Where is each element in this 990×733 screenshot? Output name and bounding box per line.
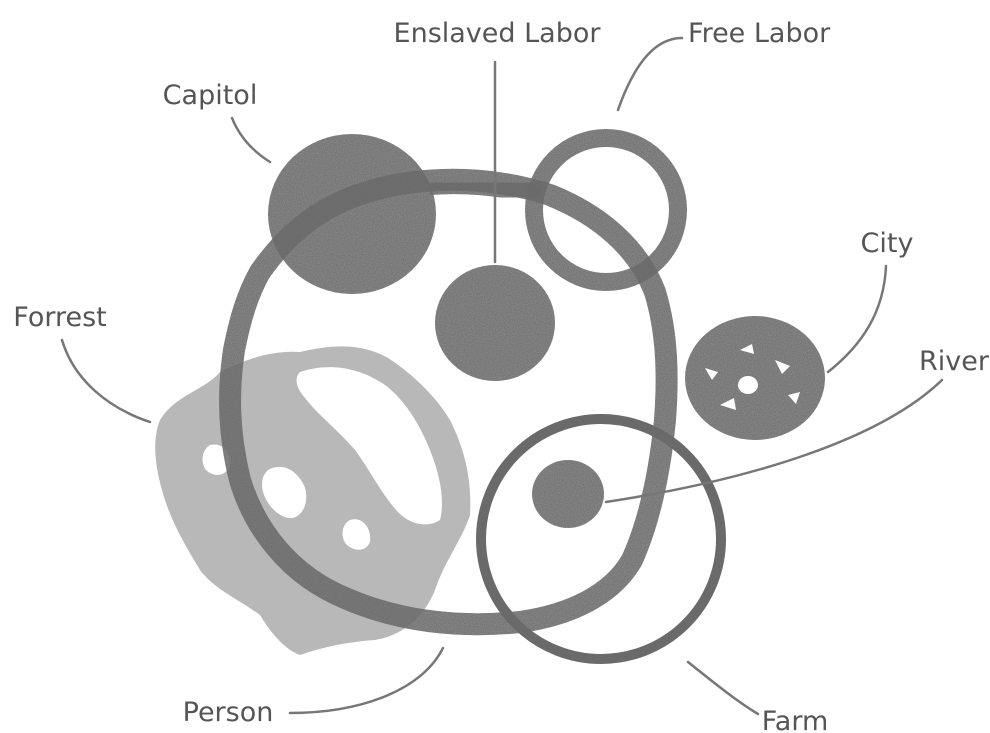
river-label: River (919, 346, 990, 377)
enslaved-labor-label: Enslaved Labor (394, 18, 602, 49)
capitol-leader (230, 116, 272, 164)
farm-ring (476, 414, 726, 664)
capitol-label: Capitol (163, 80, 258, 111)
free-labor-ring (525, 129, 687, 291)
forrest-shape (155, 346, 471, 655)
forrest-leader (60, 338, 152, 424)
connector-band (429, 174, 543, 206)
person-leader (288, 646, 445, 715)
forrest-label: Forrest (13, 302, 107, 333)
city-leader (826, 264, 888, 374)
farm-leader (686, 660, 760, 716)
city-shape (685, 316, 825, 440)
free-labor-leader (616, 36, 684, 112)
free-labor-label: Free Labor (688, 18, 831, 49)
person-label: Person (183, 697, 274, 728)
capitol-shape (268, 134, 436, 294)
enslaved-labor-shape (435, 265, 555, 381)
farm-label: Farm (762, 706, 829, 733)
city-label: City (861, 228, 914, 259)
river-shape (532, 460, 604, 528)
river-leader (604, 378, 944, 504)
